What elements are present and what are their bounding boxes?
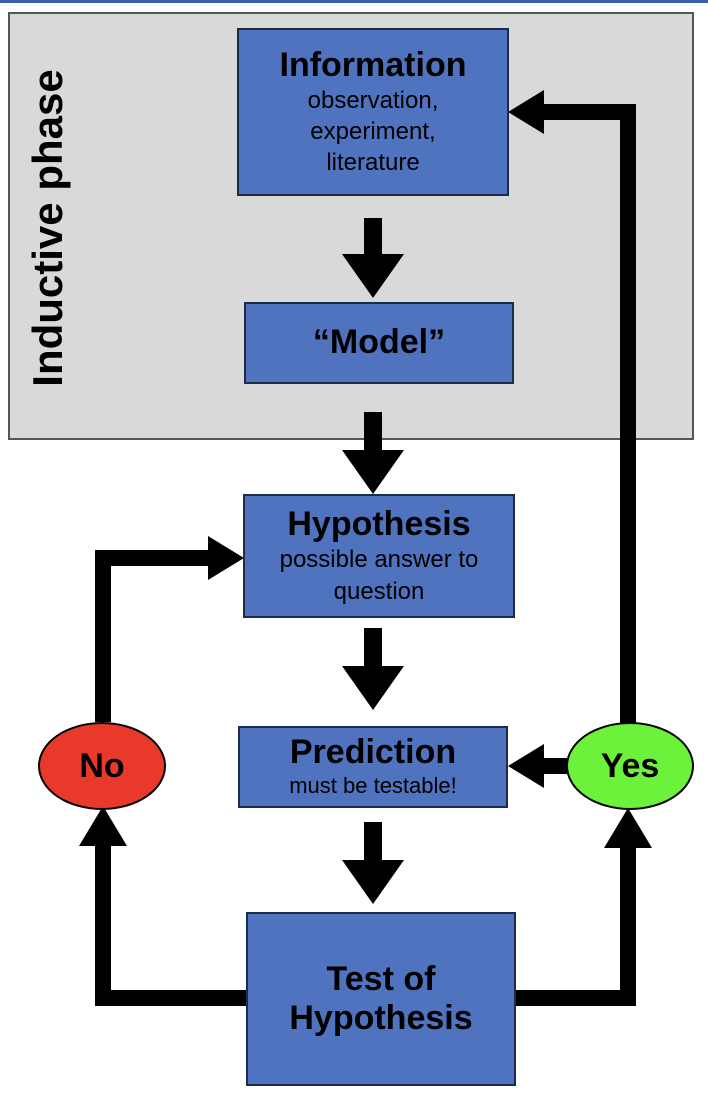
no-decision-oval: No — [38, 722, 166, 810]
arrow-no-to-hypothesis — [95, 536, 244, 722]
arrow-yes-to-information — [508, 90, 636, 724]
prediction-line-1: must be testable! — [289, 773, 457, 799]
yes-decision-oval: Yes — [566, 722, 694, 810]
information-line-1: observation, — [307, 86, 439, 114]
test-box: Test of Hypothesis — [246, 912, 516, 1086]
model-title: “Model” — [312, 323, 446, 362]
hypothesis-box: Hypothesis possible answer to question — [243, 494, 515, 618]
arrow-model-to-hypothesis — [342, 412, 404, 494]
test-title-line-2: Hypothesis — [289, 999, 473, 1037]
arrow-prediction-to-test — [342, 822, 404, 904]
yes-label: Yes — [600, 746, 660, 785]
arrow-hypothesis-to-prediction — [342, 628, 404, 710]
information-line-2: experiment, — [310, 117, 436, 145]
no-label: No — [79, 746, 125, 785]
information-line-3: literature — [326, 149, 420, 177]
information-box: Information observation, experiment, lit… — [237, 28, 509, 196]
arrow-information-to-model — [342, 218, 404, 298]
hypothesis-line-1: possible answer to — [279, 546, 479, 574]
arrow-test-to-yes — [514, 808, 652, 1006]
prediction-title: Prediction — [289, 733, 457, 772]
arrow-test-to-no — [79, 806, 247, 1006]
model-box: “Model” — [244, 302, 514, 384]
top-border-line — [0, 0, 708, 3]
information-title: Information — [279, 45, 467, 84]
arrow-yes-to-prediction — [508, 744, 568, 788]
prediction-box: Prediction must be testable! — [238, 726, 508, 808]
hypothesis-title: Hypothesis — [287, 505, 471, 544]
hypothesis-line-2: question — [333, 577, 425, 605]
test-title-line-1: Test of — [326, 959, 436, 998]
